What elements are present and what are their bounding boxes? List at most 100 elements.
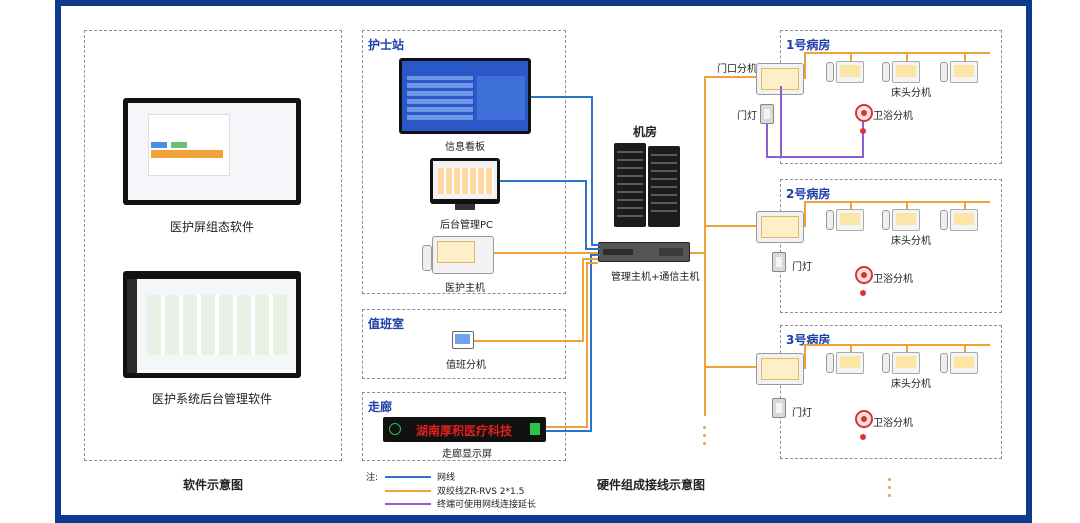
bed-handset <box>882 210 890 230</box>
line-twisted-pair <box>850 52 852 61</box>
line-twisted-pair <box>964 201 966 209</box>
bed-handset <box>882 353 890 373</box>
bed-handset <box>826 353 834 373</box>
line-twisted-pair <box>586 262 588 428</box>
bed-ext-device <box>836 209 864 231</box>
server-room-title: 机房 <box>633 125 658 139</box>
info-board-monitor <box>399 58 531 134</box>
corridor-title: 走廊 <box>368 400 393 414</box>
pull-cord <box>860 128 866 134</box>
ward-title: 1号病房 <box>786 38 831 52</box>
line-network <box>591 244 600 246</box>
bath-ext-device <box>855 266 873 284</box>
door-light-label: 门灯 <box>792 408 812 419</box>
line-network <box>590 254 600 256</box>
legend-swatch-network <box>385 476 431 478</box>
medical-host-terminal <box>432 236 494 274</box>
door-light-device <box>760 104 774 124</box>
bed-handset <box>826 210 834 230</box>
line-network <box>591 96 593 246</box>
bath-ext-label: 卫浴分机 <box>873 274 913 285</box>
line-twisted-pair <box>804 52 806 79</box>
line-twisted-pair <box>850 344 852 352</box>
led-right-icon <box>530 423 540 435</box>
bath-ext-label: 卫浴分机 <box>873 418 913 429</box>
bed-ext-label: 床头分机 <box>891 88 931 99</box>
bed-ext-device <box>950 61 978 83</box>
duty-ext-device <box>452 331 474 349</box>
line-network <box>500 180 587 182</box>
pull-cord <box>860 434 866 440</box>
legend-swatch-twisted-pair <box>385 490 431 492</box>
corridor-display-label: 走廊显示屏 <box>442 449 492 460</box>
line-twisted-pair <box>494 252 598 254</box>
line-twisted-pair <box>906 344 908 352</box>
software-item-label: 医护系统后台管理软件 <box>152 392 273 406</box>
ward-continuation-dots <box>888 478 892 502</box>
door-light-device <box>772 398 786 418</box>
admin-software-screenshot <box>123 271 301 378</box>
led-text: 湖南厚积医疗科技 <box>416 424 513 438</box>
bed-ext-device <box>836 352 864 374</box>
line-twisted-pair <box>704 366 756 368</box>
host-label: 管理主机+通信主机 <box>611 272 700 283</box>
ward-panel-3 <box>780 325 1002 459</box>
bed-ext-device <box>950 352 978 374</box>
line-extension <box>766 124 768 158</box>
legend-label: 终端可使用网线连接延长 <box>437 500 537 510</box>
nurse-station-panel <box>362 30 566 294</box>
line-twisted-pair <box>690 252 706 254</box>
line-extension <box>780 86 782 158</box>
door-light-label: 门灯 <box>737 111 757 122</box>
door-ext-device <box>756 353 804 385</box>
line-twisted-pair <box>804 344 806 369</box>
line-network <box>585 180 587 250</box>
line-network <box>531 96 593 98</box>
bed-ext-device <box>892 352 920 374</box>
pull-cord <box>860 290 866 296</box>
nurse-station-title: 护士站 <box>368 38 405 52</box>
legend-label: 双绞线ZR-RVS 2*1.5 <box>437 487 525 497</box>
host-device <box>598 242 690 262</box>
line-extension <box>766 156 864 158</box>
software-title: 软件示意图 <box>183 478 244 492</box>
line-twisted-pair <box>906 52 908 61</box>
legend-swatch-extension <box>385 503 431 505</box>
bed-handset <box>826 62 834 82</box>
server-rack-2 <box>648 146 680 227</box>
line-twisted-pair <box>546 426 586 428</box>
legend-label: 网线 <box>437 473 456 483</box>
door-light-label: 门灯 <box>792 262 812 273</box>
line-twisted-pair <box>704 76 706 416</box>
trunk-continuation-dots <box>703 426 707 450</box>
admin-pc-label: 后台管理PC <box>440 220 494 231</box>
line-twisted-pair <box>964 52 966 61</box>
software-item-label: 医护屏组态软件 <box>170 220 255 234</box>
ward-title: 3号病房 <box>786 333 831 347</box>
admin-pc-monitor <box>430 158 500 204</box>
bed-handset <box>940 353 948 373</box>
legend-note: 注: <box>366 473 379 483</box>
config-software-screenshot <box>123 98 301 205</box>
line-twisted-pair <box>582 258 584 342</box>
line-network <box>546 430 592 432</box>
line-twisted-pair <box>804 52 990 54</box>
ward-panel-2 <box>780 179 1002 313</box>
door-light-device <box>772 252 786 272</box>
software-panel <box>84 30 342 461</box>
hardware-title: 硬件组成接线示意图 <box>597 478 706 492</box>
line-twisted-pair <box>850 201 852 209</box>
door-ext-device <box>756 211 804 243</box>
duty-room-panel <box>362 309 566 379</box>
bed-ext-device <box>892 61 920 83</box>
line-network <box>585 248 600 250</box>
corridor-led-display: 湖南厚积医疗科技 <box>383 417 546 442</box>
bed-ext-label: 床头分机 <box>891 236 931 247</box>
led-left-icon <box>389 423 401 435</box>
duty-room-title: 值班室 <box>368 317 405 331</box>
line-twisted-pair <box>704 225 756 227</box>
bed-ext-device <box>836 61 864 83</box>
bed-handset <box>940 62 948 82</box>
line-twisted-pair <box>586 262 598 264</box>
line-twisted-pair <box>906 201 908 209</box>
